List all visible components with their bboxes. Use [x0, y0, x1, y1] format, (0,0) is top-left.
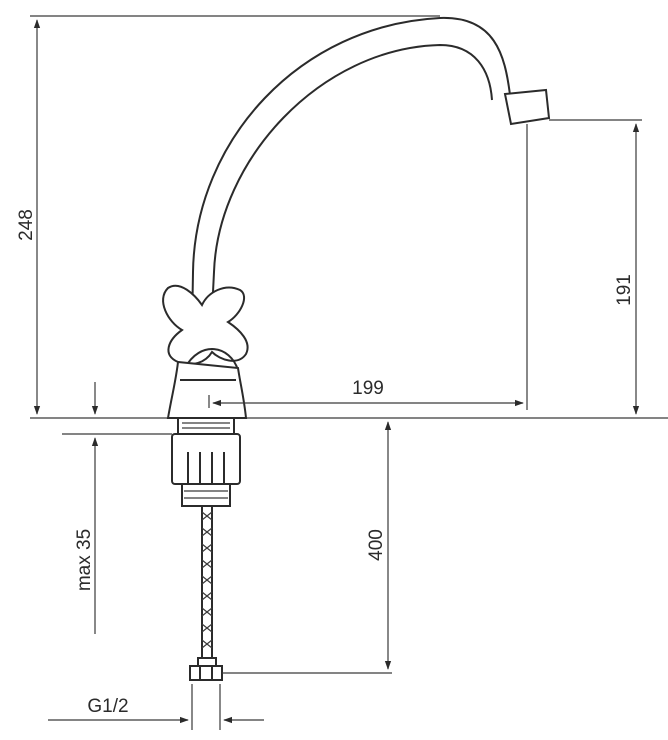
dimension-hose-length: 400	[222, 421, 392, 674]
dimension-thread: G1/2	[48, 684, 264, 730]
dimension-label-max-35: max 35	[74, 529, 95, 591]
spout	[191, 16, 551, 331]
braided-hose	[189, 506, 223, 681]
hose-ferrule	[197, 657, 217, 667]
dimension-label-191: 191	[614, 274, 635, 306]
dimension-spout-height: 191	[549, 119, 642, 415]
mounting-shank	[171, 417, 241, 507]
dimension-label-g1-2: G1/2	[87, 696, 128, 717]
hose-fitting	[189, 665, 223, 681]
faucet-body	[166, 360, 248, 419]
cross-handle	[162, 284, 249, 371]
aerator	[503, 88, 551, 126]
dimension-label-248: 248	[16, 209, 37, 241]
mounting-nut	[171, 433, 241, 485]
dimension-max-thickness: max 35	[62, 382, 172, 634]
dimension-spout-reach: 199	[208, 124, 528, 410]
dimension-label-199: 199	[352, 378, 384, 399]
dimension-total-height: 248	[16, 15, 440, 415]
dimension-label-400: 400	[366, 529, 387, 561]
